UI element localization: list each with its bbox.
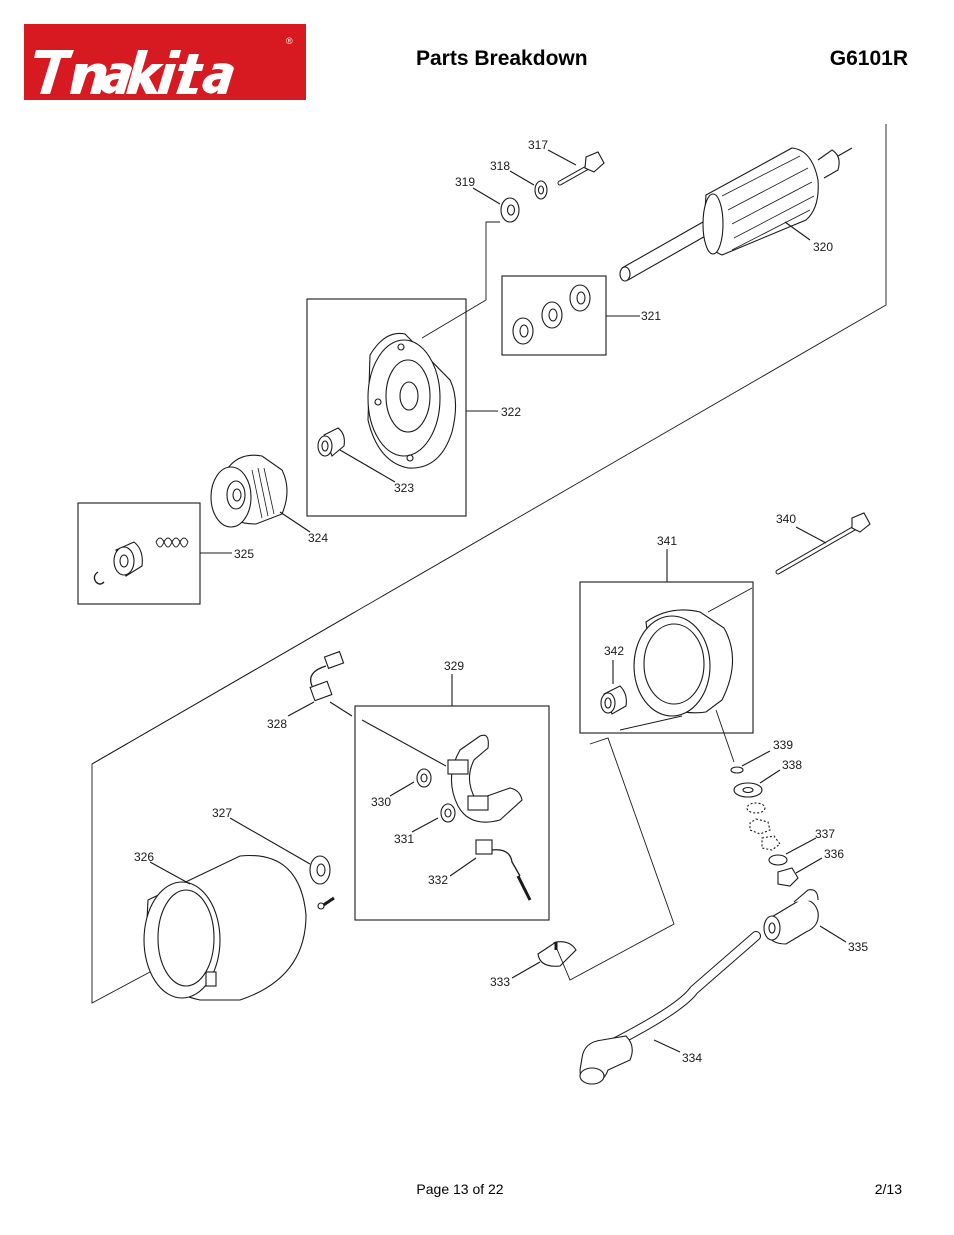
part-328-brush — [287, 650, 353, 717]
label-323: 323 — [394, 481, 414, 495]
label-334: 334 — [682, 1051, 702, 1065]
page-title: Parts Breakdown — [416, 47, 588, 70]
label-326: 326 — [134, 850, 154, 864]
part-326-yoke — [143, 854, 307, 1001]
part-321-bearing-set — [501, 275, 640, 356]
label-331: 331 — [394, 832, 414, 846]
label-332: 332 — [428, 873, 448, 887]
label-328: 328 — [267, 717, 287, 731]
label-341: 341 — [657, 534, 677, 548]
part-320-armature — [619, 147, 853, 282]
part-319-washer — [472, 187, 520, 223]
part-336-nut — [777, 857, 823, 887]
label-325: 325 — [234, 547, 254, 561]
parts-diagram: 317 318 319 320 321 322 323 324 325 326 … — [77, 124, 887, 1085]
part-317-bolt — [547, 149, 605, 186]
label-336: 336 — [824, 847, 844, 861]
part-333-grommet — [511, 737, 675, 981]
label-339: 339 — [773, 738, 793, 752]
label-318: 318 — [490, 159, 510, 173]
part-331-spring — [411, 803, 456, 833]
label-319: 319 — [455, 175, 475, 189]
part-339-o-ring — [715, 709, 771, 774]
part-332-brush-lead — [449, 839, 532, 901]
label-342: 342 — [604, 644, 624, 658]
label-324: 324 — [308, 531, 328, 545]
part-324-pinion — [210, 454, 311, 533]
part-323-bushing — [317, 427, 396, 483]
label-327: 327 — [212, 806, 232, 820]
label-320: 320 — [813, 240, 833, 254]
part-327-washer — [229, 817, 335, 910]
part-330-spring — [389, 768, 432, 797]
part-318-lock-washer — [509, 170, 548, 200]
label-321: 321 — [641, 309, 661, 323]
label-335: 335 — [848, 940, 868, 954]
part-338-washer — [733, 769, 781, 798]
part-322-end-plate — [306, 221, 500, 517]
label-340: 340 — [776, 512, 796, 526]
registered-mark: ® — [286, 36, 293, 46]
part-337-nut — [746, 802, 817, 866]
part-335-terminal-cap — [763, 889, 847, 945]
label-338: 338 — [782, 758, 802, 772]
label-329: 329 — [444, 659, 464, 673]
part-340-through-bolt — [775, 512, 871, 575]
makita-logo: ® — [24, 24, 306, 100]
label-337: 337 — [815, 827, 835, 841]
label-333: 333 — [490, 975, 510, 989]
part-325-spring-kit — [77, 502, 232, 605]
revision-date: 2/13 — [874, 1181, 902, 1197]
model-number: G6101R — [829, 47, 908, 70]
label-317: 317 — [528, 138, 548, 152]
label-330: 330 — [371, 795, 391, 809]
part-329-brush-holder — [354, 674, 550, 921]
page-number: Page 13 of 22 — [416, 1181, 504, 1197]
part-334-lead-hose — [579, 931, 761, 1085]
label-322: 322 — [501, 405, 521, 419]
part-342-bushing — [600, 660, 627, 715]
